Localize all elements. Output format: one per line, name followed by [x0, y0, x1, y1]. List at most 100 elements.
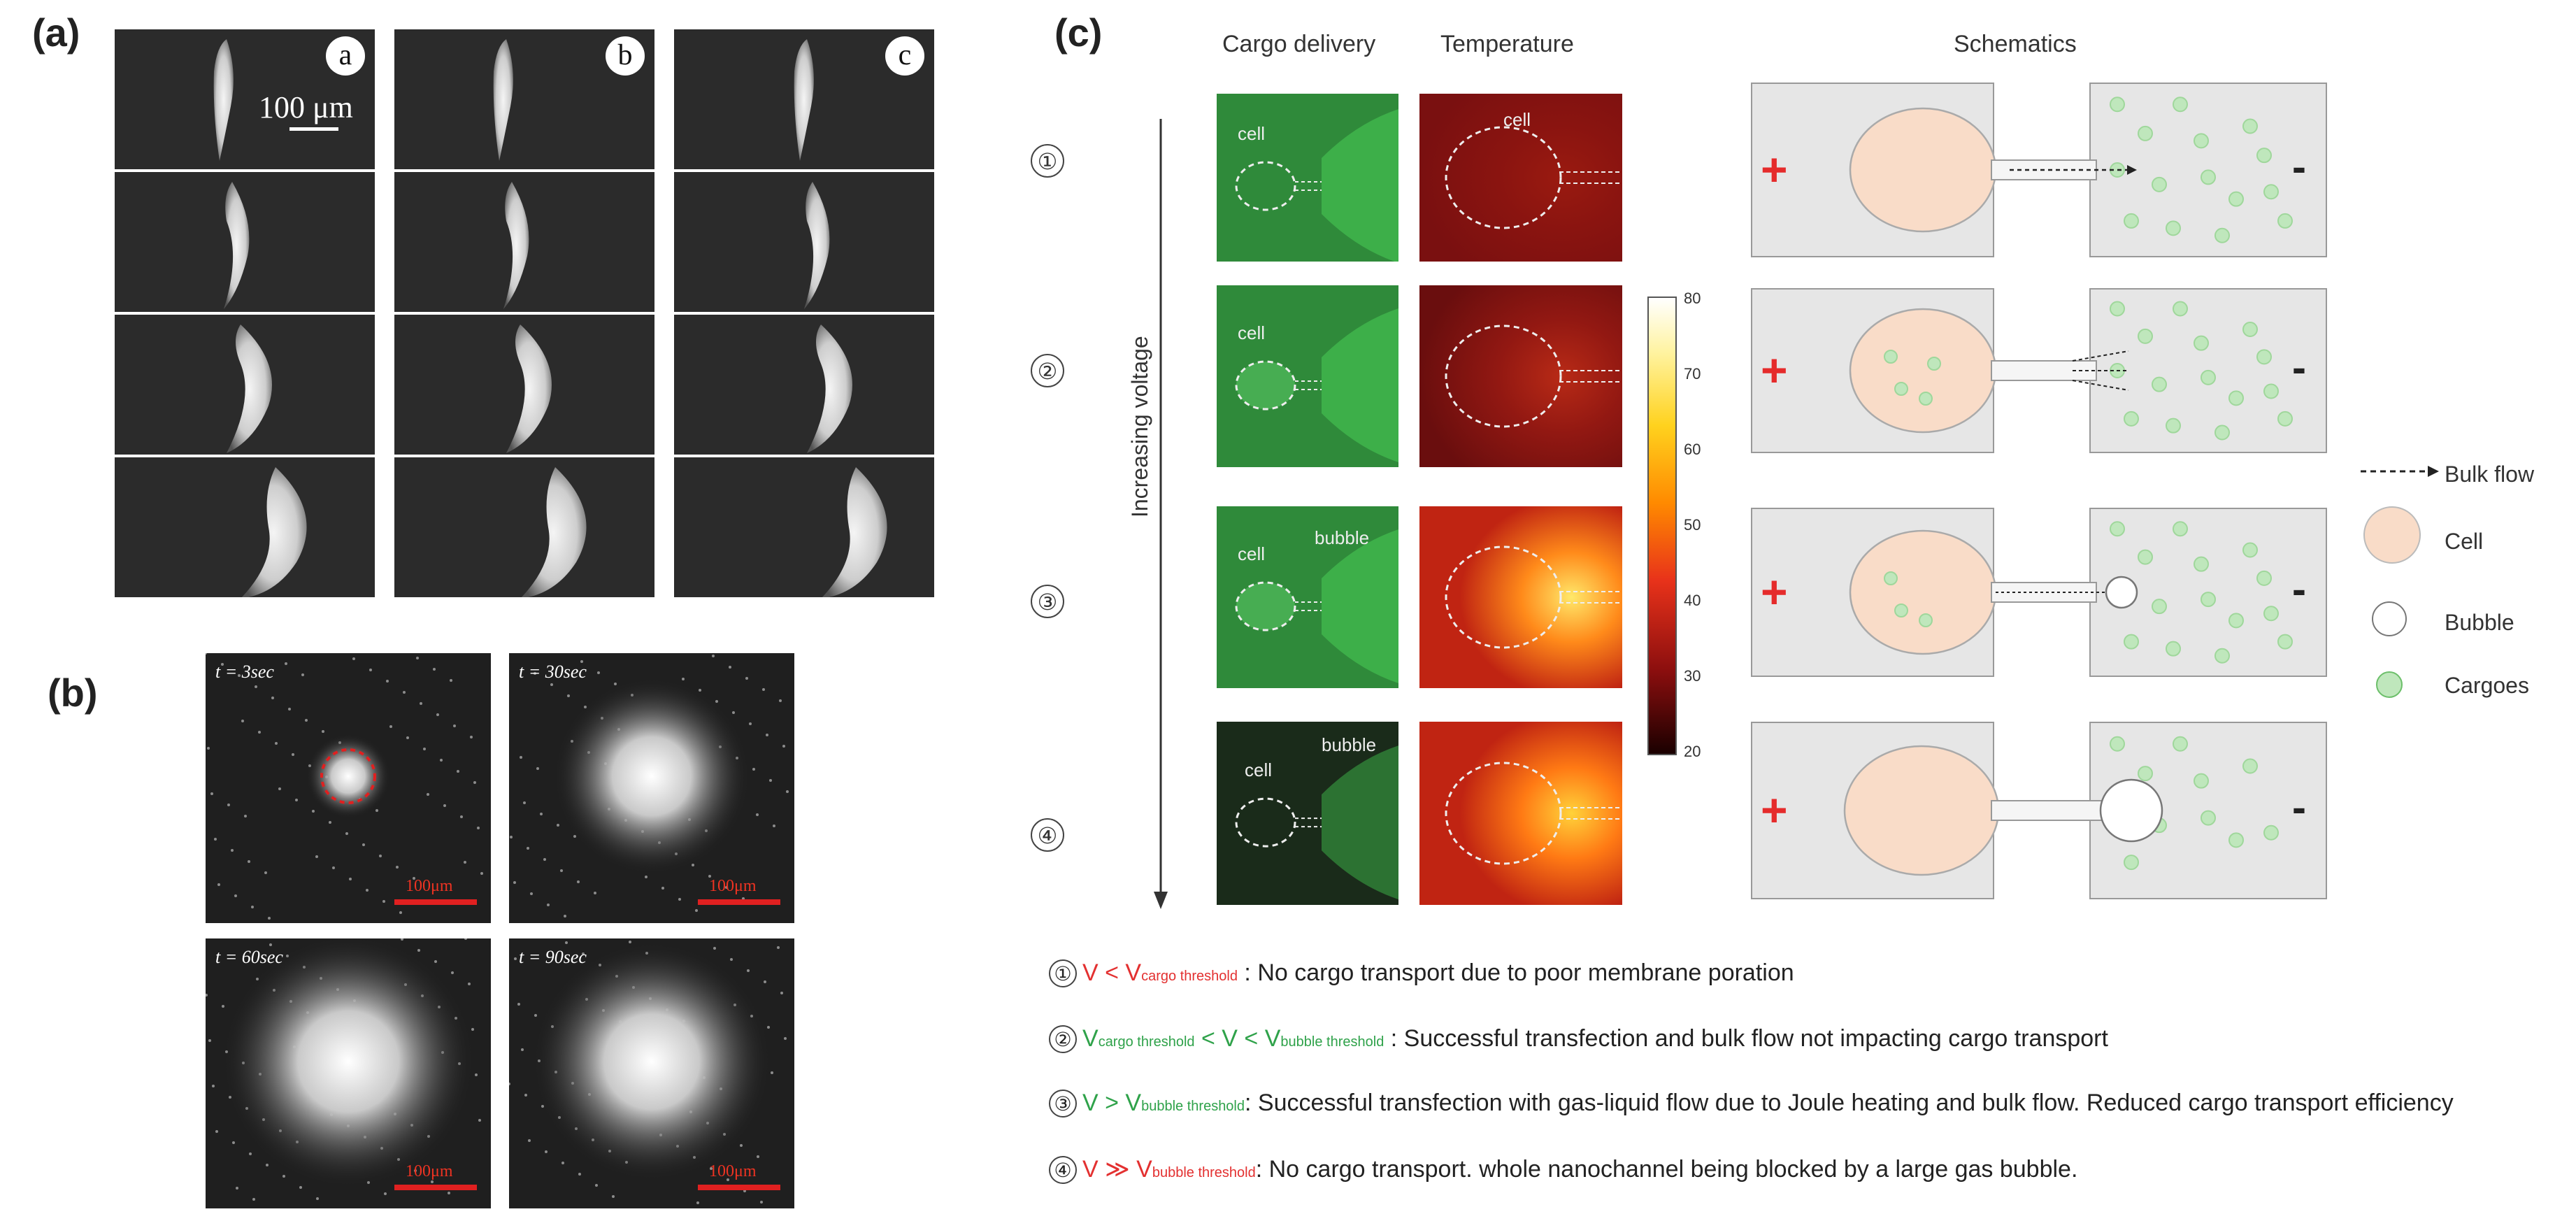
col-header-temperature: Temperature: [1440, 31, 1574, 57]
cargo-image-graphic: [1235, 109, 1398, 262]
scale-bar: [289, 127, 338, 131]
legend-bubble: Bubble: [2445, 610, 2514, 635]
schematic-graphic: [1849, 301, 2293, 441]
panel-a-frame: b: [393, 28, 656, 171]
frame-time: t = 60sec: [215, 947, 283, 967]
positive-electrode-sign: +: [1761, 344, 1788, 396]
schematic-graphic: [1849, 97, 2293, 243]
temperature-graphic: [1419, 722, 1622, 905]
frame-time: t = 90sec: [519, 947, 587, 967]
temperature-image: cell: [1419, 94, 1622, 262]
positive-electrode-sign: +: [1761, 143, 1788, 195]
temperature-graphic: [1419, 94, 1622, 262]
negative-electrode-sign: -: [2292, 143, 2306, 190]
bubble-label: bubble: [1322, 734, 1377, 755]
temperature-image: [1419, 722, 1622, 905]
frame-scale-bar: [394, 899, 477, 905]
temperature-image: [1419, 506, 1622, 688]
temperature-graphic: [1419, 506, 1622, 688]
colorbar-tick-label: 30: [1684, 667, 1701, 685]
row-number: ④: [1031, 818, 1064, 852]
panel-b-frame: t = 3sec 100μm: [206, 653, 491, 923]
frame-time: t = 3sec: [215, 662, 274, 682]
droplet-shape: [794, 39, 814, 161]
schematic-graphic: [1843, 736, 2279, 876]
panel-a-frame: [113, 313, 376, 456]
panel-a-frame: [393, 456, 656, 599]
panel-a-frame: [113, 171, 376, 313]
column-badge: c: [885, 36, 924, 76]
temperature-colorbar: [1647, 297, 1677, 755]
droplet-shape: [503, 182, 529, 309]
frame-scale-label: 100μm: [406, 1162, 453, 1180]
droplet-shape: [224, 182, 250, 309]
droplet-shape: [227, 324, 272, 453]
droplet-shape: [822, 467, 887, 597]
negative-electrode-sign: -: [2292, 344, 2306, 391]
panel-a-frame: [113, 456, 376, 599]
legend-cargoes: Cargoes: [2445, 673, 2529, 698]
colorbar-tick-label: 40: [1684, 592, 1701, 609]
colorbar-tick-label: 50: [1684, 516, 1701, 534]
col-header-schematics: Schematics: [1954, 31, 2077, 57]
legend-bubble-swatch: [2372, 601, 2407, 636]
droplet-shape: [521, 467, 587, 597]
fluorescence-image: [206, 653, 483, 920]
panel-a-frame: [393, 313, 656, 456]
legend-cargo-swatch: [2376, 671, 2403, 698]
column-badge: a: [326, 36, 365, 76]
colorbar-tick-label: 20: [1684, 743, 1701, 760]
fluorescence-image: [510, 655, 789, 917]
condition-number: ③: [1049, 1090, 1077, 1118]
cargo-delivery-image: cell: [1217, 285, 1398, 467]
condition-number: ④: [1049, 1156, 1077, 1184]
condition-number: ②: [1049, 1025, 1077, 1053]
panel-b-frame: t = 60sec 100μm: [206, 938, 491, 1208]
cell-label: cell: [1503, 109, 1531, 130]
legend-cell-swatch: [2363, 506, 2421, 564]
droplet-shape: [804, 182, 830, 309]
panel-a-frame: [393, 171, 656, 313]
frame-scale-bar: [394, 1185, 477, 1190]
colorbar-tick-label: 80: [1684, 290, 1701, 307]
row-number: ②: [1031, 354, 1064, 387]
voltage-axis-label: Increasing voltage: [1127, 336, 1152, 517]
fluorescence-image: [509, 941, 787, 1204]
fluorescence-image: [206, 938, 481, 1201]
legend-cell: Cell: [2445, 529, 2484, 554]
colorbar-tick-label: 70: [1684, 365, 1701, 383]
temperature-graphic: [1419, 285, 1622, 467]
panel-label-a: (a): [32, 10, 80, 55]
panel-label-b: (b): [48, 671, 98, 715]
voltage-arrow: [1154, 119, 1168, 909]
cargo-delivery-image: cell: [1217, 94, 1398, 262]
row-number: ①: [1031, 144, 1064, 178]
frame-scale-label: 100μm: [406, 877, 453, 895]
bubble-label: bubble: [1315, 527, 1370, 548]
colorbar-tick-label: 60: [1684, 441, 1701, 458]
negative-electrode-sign: -: [2292, 566, 2306, 613]
column-badge: b: [606, 36, 645, 76]
condition-number: ①: [1049, 959, 1077, 987]
panel-a-frame: [673, 456, 936, 599]
temperature-image: [1419, 285, 1622, 467]
droplet-shape: [807, 324, 852, 453]
cell-label: cell: [1238, 322, 1266, 343]
droplet-shape: [506, 324, 552, 453]
row-number: ③: [1031, 585, 1064, 618]
cargo-image-graphic: [1235, 308, 1398, 462]
panel-a-frame: c: [673, 28, 936, 171]
droplet-shape: [213, 39, 234, 161]
droplet-shape: [493, 39, 513, 161]
panel-label-c: (c): [1054, 10, 1103, 55]
positive-electrode-sign: +: [1761, 784, 1788, 836]
frame-time: t = 30sec: [519, 662, 587, 682]
